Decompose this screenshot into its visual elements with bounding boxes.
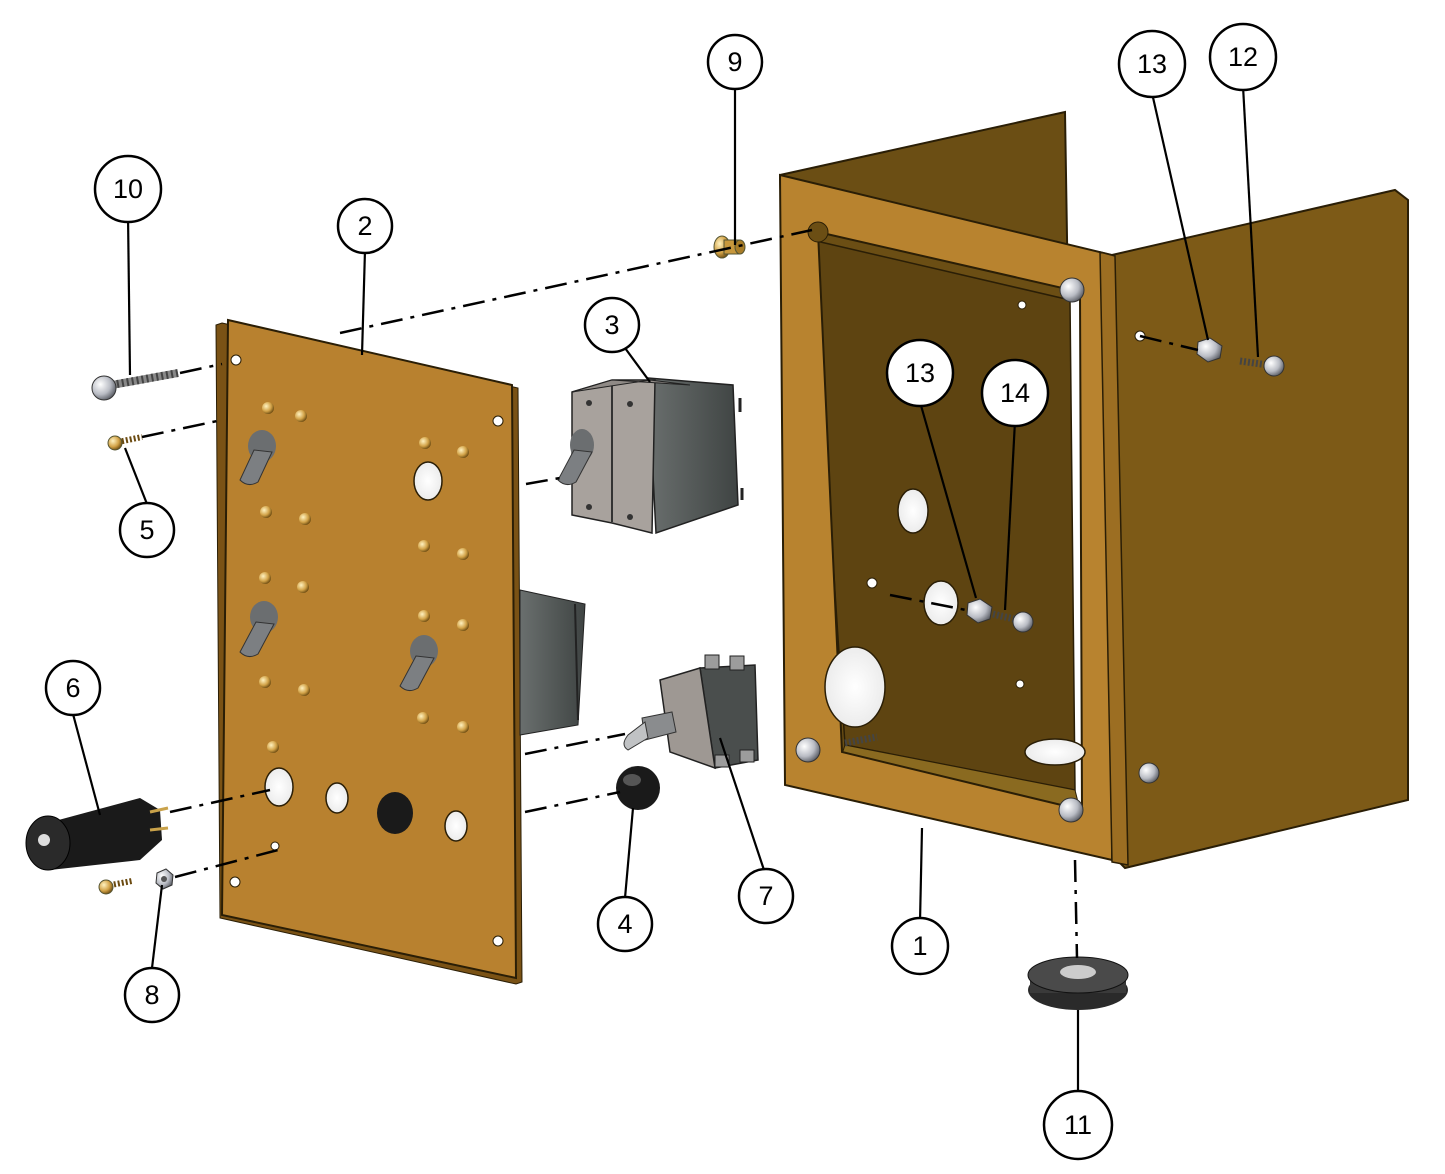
circuit-breaker-part-3 — [557, 377, 744, 535]
callout-11: 11 — [1042, 1089, 1114, 1161]
screw-part-5 — [107, 434, 143, 451]
callout-7-label: 7 — [758, 881, 773, 911]
callout-13-inner: 13 — [885, 338, 955, 408]
callout-13-top-label: 13 — [1137, 49, 1167, 79]
callout-3-label: 3 — [604, 310, 619, 340]
enclosure-hole — [1024, 738, 1086, 766]
screw-part-8 — [98, 878, 133, 895]
callout-14: 14 — [980, 358, 1050, 428]
panel-screws — [259, 402, 469, 753]
callout-6: 6 — [44, 659, 102, 717]
screw-part-10 — [91, 369, 179, 401]
panel-hole — [492, 935, 504, 947]
callout-8-label: 8 — [144, 980, 159, 1010]
callout-1-label: 1 — [912, 931, 927, 961]
panel-hole — [230, 354, 242, 366]
callout-2-label: 2 — [357, 211, 372, 241]
callout-10: 10 — [93, 154, 163, 224]
screw-head — [1059, 277, 1085, 303]
screw-bottom-left — [844, 733, 878, 747]
mounting-panel — [220, 318, 518, 980]
rear-breaker — [519, 589, 586, 736]
callout-9: 9 — [706, 33, 764, 91]
toggle-handle — [399, 635, 438, 692]
callout-4-label: 4 — [617, 909, 632, 939]
callout-6-label: 6 — [65, 673, 80, 703]
grommet-part-11 — [1027, 956, 1129, 1010]
enclosure-hole — [824, 646, 886, 728]
callout-9-label: 9 — [727, 47, 742, 77]
nut-part-13-inner — [966, 598, 993, 624]
panel-hole — [413, 461, 443, 501]
callout-10-label: 10 — [113, 174, 143, 204]
panel-hole — [229, 876, 241, 888]
callout-7: 7 — [737, 867, 795, 925]
enclosure-hole — [897, 488, 929, 534]
callout-12-label: 12 — [1228, 42, 1258, 72]
screw-head — [795, 737, 821, 763]
callout-13-top: 13 — [1117, 29, 1187, 99]
panel-hole — [444, 810, 468, 842]
callout-5: 5 — [118, 501, 176, 559]
panel-hole — [264, 767, 294, 807]
grommet-part-4 — [616, 766, 660, 810]
panel-hole — [325, 782, 349, 814]
fuse-holder-part-6 — [25, 798, 169, 871]
callout-14-label: 14 — [1000, 378, 1030, 408]
leader-lines — [71, 85, 1260, 1096]
panel-hole — [492, 415, 504, 427]
enclosure-part-1 — [778, 110, 1409, 870]
callout-12: 12 — [1208, 22, 1278, 92]
screw-part-12 — [1239, 355, 1285, 377]
callout-5-label: 5 — [139, 515, 154, 545]
callout-4: 4 — [596, 895, 654, 953]
assembly-lines — [141, 228, 1199, 959]
panel-hole — [270, 841, 280, 851]
screw-head — [807, 221, 829, 243]
callout-8: 8 — [123, 966, 181, 1024]
enclosure-small-hole — [1017, 300, 1027, 310]
enclosure-small-hole — [1015, 679, 1025, 689]
callout-3: 3 — [583, 296, 641, 354]
callout-13-inner-label: 13 — [905, 358, 935, 388]
callout-11-label: 11 — [1064, 1110, 1092, 1140]
screw-head — [1058, 797, 1084, 823]
enclosure-frame-edge — [1099, 251, 1129, 866]
enclosure-small-hole — [866, 577, 878, 589]
screw-head — [1138, 762, 1160, 784]
black-plug — [377, 792, 413, 834]
screw-part-14 — [992, 610, 1034, 633]
nut-part-13-side — [1196, 337, 1223, 363]
callout-1: 1 — [890, 916, 950, 976]
toggle-handle — [239, 430, 276, 486]
callout-2: 2 — [336, 197, 394, 255]
toggle-handle — [239, 601, 278, 658]
nut-part-8 — [155, 868, 174, 890]
panel-part-2 — [215, 318, 523, 985]
enclosure-hole — [923, 580, 959, 626]
toggle-switch-part-7 — [623, 654, 759, 770]
